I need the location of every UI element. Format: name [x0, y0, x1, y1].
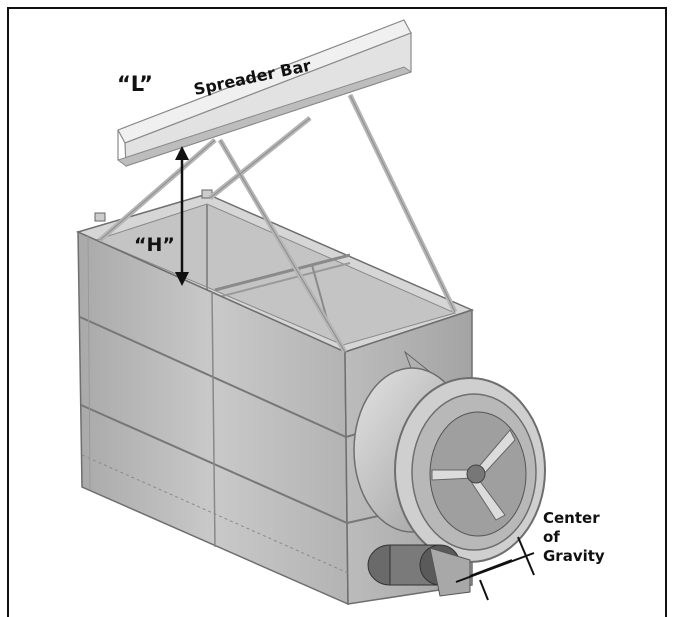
center-of-gravity-label-line3: Gravity [543, 547, 605, 565]
length-label: “L” [117, 72, 153, 96]
spreader-bar [116, 19, 413, 167]
height-dimension-arrow [175, 146, 189, 286]
center-of-gravity-label-line2: of [543, 528, 560, 546]
figure-frame [7, 7, 667, 617]
height-label: “H” [134, 234, 175, 256]
fan-assembly [353, 350, 546, 597]
center-of-gravity-leader [455, 536, 535, 601]
center-of-gravity-label-line1: Center [543, 509, 600, 527]
